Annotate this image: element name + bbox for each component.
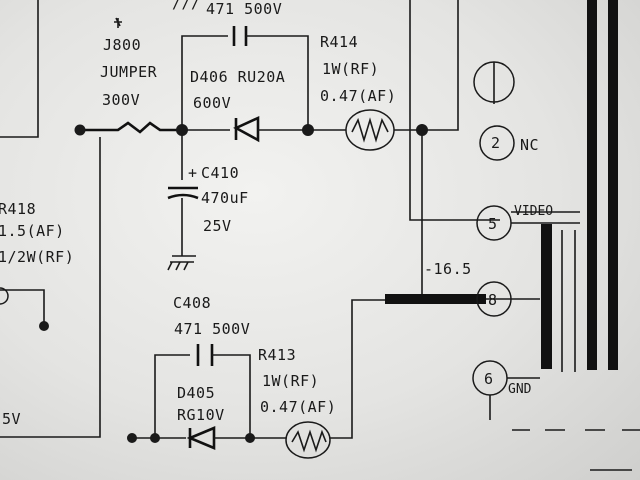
top-wire-right xyxy=(246,35,309,130)
top-capacitor-symbol xyxy=(232,26,248,46)
left-box-outline xyxy=(0,0,39,138)
d406-volt-label: 600V xyxy=(193,94,231,112)
c410-volt-label: 25V xyxy=(203,217,232,235)
r413-rf-label: 1W(RF) xyxy=(262,372,319,390)
c408-wire-right xyxy=(212,354,251,438)
top-wire-left xyxy=(181,35,228,130)
junction-dot-c408 xyxy=(150,433,160,443)
c410-value-label: 470uF xyxy=(201,189,249,207)
video-wire xyxy=(409,0,500,221)
r414-ref-label: R414 xyxy=(320,33,358,51)
pin-6-number: 6 xyxy=(484,370,494,388)
c410-plus-label: + xyxy=(188,164,198,182)
c408-capacitor-symbol xyxy=(196,344,214,366)
r418-resistor-symbol xyxy=(0,287,9,305)
junction-dot-j800-left xyxy=(74,124,86,136)
d406-label: D406 RU20A xyxy=(190,68,285,86)
shield-bar-right xyxy=(608,0,618,370)
j800-volt-label: 300V xyxy=(102,91,140,109)
c410-ground xyxy=(170,255,196,263)
d405-diode-triangle xyxy=(186,426,216,450)
r413-zigzag xyxy=(291,429,327,453)
pin-8-number: 8 xyxy=(488,291,498,309)
top-mark-label: /// xyxy=(172,0,201,12)
c410-ref-label: C410 xyxy=(201,164,239,182)
j800-jumper xyxy=(80,121,182,134)
pin-gnd-label: GND xyxy=(508,382,532,397)
r414-af-label: 0.47(AF) xyxy=(320,87,396,105)
j800-type-label: JUMPER xyxy=(100,63,158,81)
c410-ground-hatch xyxy=(167,261,189,271)
left-volt-label: 5V xyxy=(2,410,21,428)
junction-dot-d405-right xyxy=(245,433,255,443)
j800-star xyxy=(114,17,122,27)
r418-rf-label: 1/2W(RF) xyxy=(0,248,74,266)
shield-bar-mid xyxy=(587,0,597,370)
pin-5-number: 5 xyxy=(488,215,498,233)
r414-zigzag xyxy=(351,117,389,143)
junction-dot-r418 xyxy=(39,321,49,331)
r413-wire xyxy=(330,299,390,439)
r413-resistor-circle xyxy=(285,421,331,459)
c-top-value-label: 471 500V xyxy=(206,0,282,18)
r414-rf-label: 1W(RF) xyxy=(322,60,379,78)
c410-plate-bottom xyxy=(167,193,199,200)
voltage-neg-label: -16.5 xyxy=(424,260,472,278)
d405-ref-label: D405 xyxy=(177,384,215,402)
bus-bar xyxy=(385,294,486,304)
shield-thin-lines xyxy=(561,230,576,372)
c408-ref-label: C408 xyxy=(173,294,211,312)
r418-ref-label: R418 xyxy=(0,200,36,218)
connector-pin-2 xyxy=(479,125,515,161)
j800-ref-label: J800 xyxy=(103,36,141,54)
left-frame-wire xyxy=(0,137,101,438)
pin-nc-label: NC xyxy=(520,136,539,154)
c408-wire-left xyxy=(154,354,190,438)
r418-af-label: 1.5(AF) xyxy=(0,222,65,240)
c408-value-label: 471 500V xyxy=(174,320,250,338)
video-lines xyxy=(511,211,580,224)
d406-diode-triangle xyxy=(233,115,260,143)
shield-bar-left xyxy=(541,224,552,369)
pin-2-number: 2 xyxy=(491,134,501,152)
junction-dot-d405-left xyxy=(127,433,137,443)
pin-video-label: VIDEO xyxy=(514,204,553,219)
r418-wire xyxy=(0,289,45,326)
d405-type-label: RG10V xyxy=(177,406,225,424)
r413-ref-label: R413 xyxy=(258,346,296,364)
r413-af-label: 0.47(AF) xyxy=(260,398,336,416)
r414-to-top xyxy=(422,0,459,131)
